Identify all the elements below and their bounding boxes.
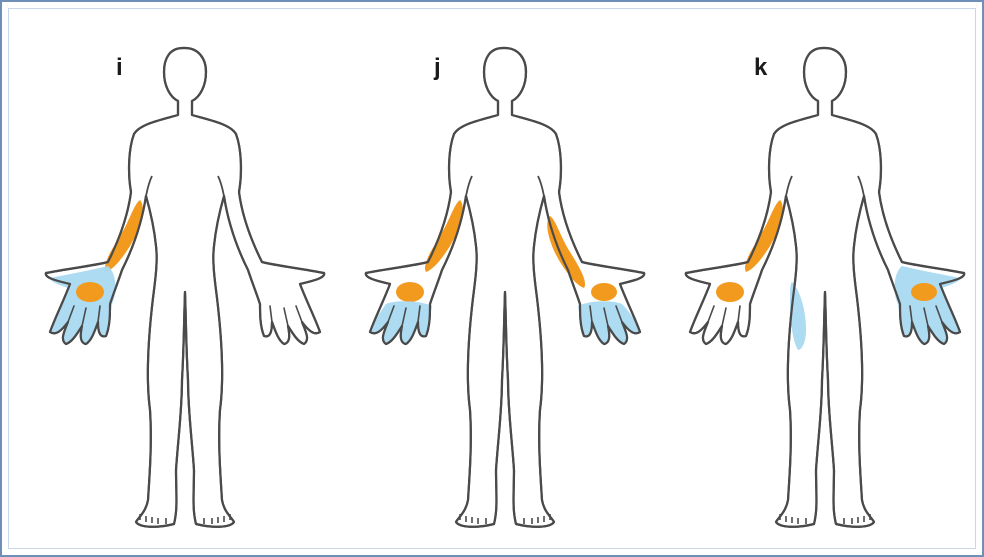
body-outline-figure-i xyxy=(0,0,328,557)
body-figure-group xyxy=(46,48,324,527)
body-diagram-panel-k: k xyxy=(640,0,968,557)
body-diagram-panel-j: j xyxy=(320,0,648,557)
panel-label-j: j xyxy=(434,54,441,82)
right-palm-blue-area xyxy=(50,266,115,344)
body-figure-group xyxy=(366,48,644,527)
left-palm-blue-area xyxy=(895,266,960,344)
body-outline-figure-k xyxy=(640,0,968,557)
right-palm-orange-spot xyxy=(716,282,744,302)
right-palm-orange-spot xyxy=(396,282,424,302)
left-palm-orange-spot xyxy=(591,283,617,301)
body-diagram-panel-i: i xyxy=(0,0,328,557)
panel-label-i: i xyxy=(116,54,123,82)
panel-label-k: k xyxy=(754,54,767,82)
right-palm-orange-spot xyxy=(76,282,104,302)
body-figure-group xyxy=(686,48,964,527)
body-outline-figure-j xyxy=(320,0,648,557)
left-palm-orange-spot xyxy=(911,283,937,301)
